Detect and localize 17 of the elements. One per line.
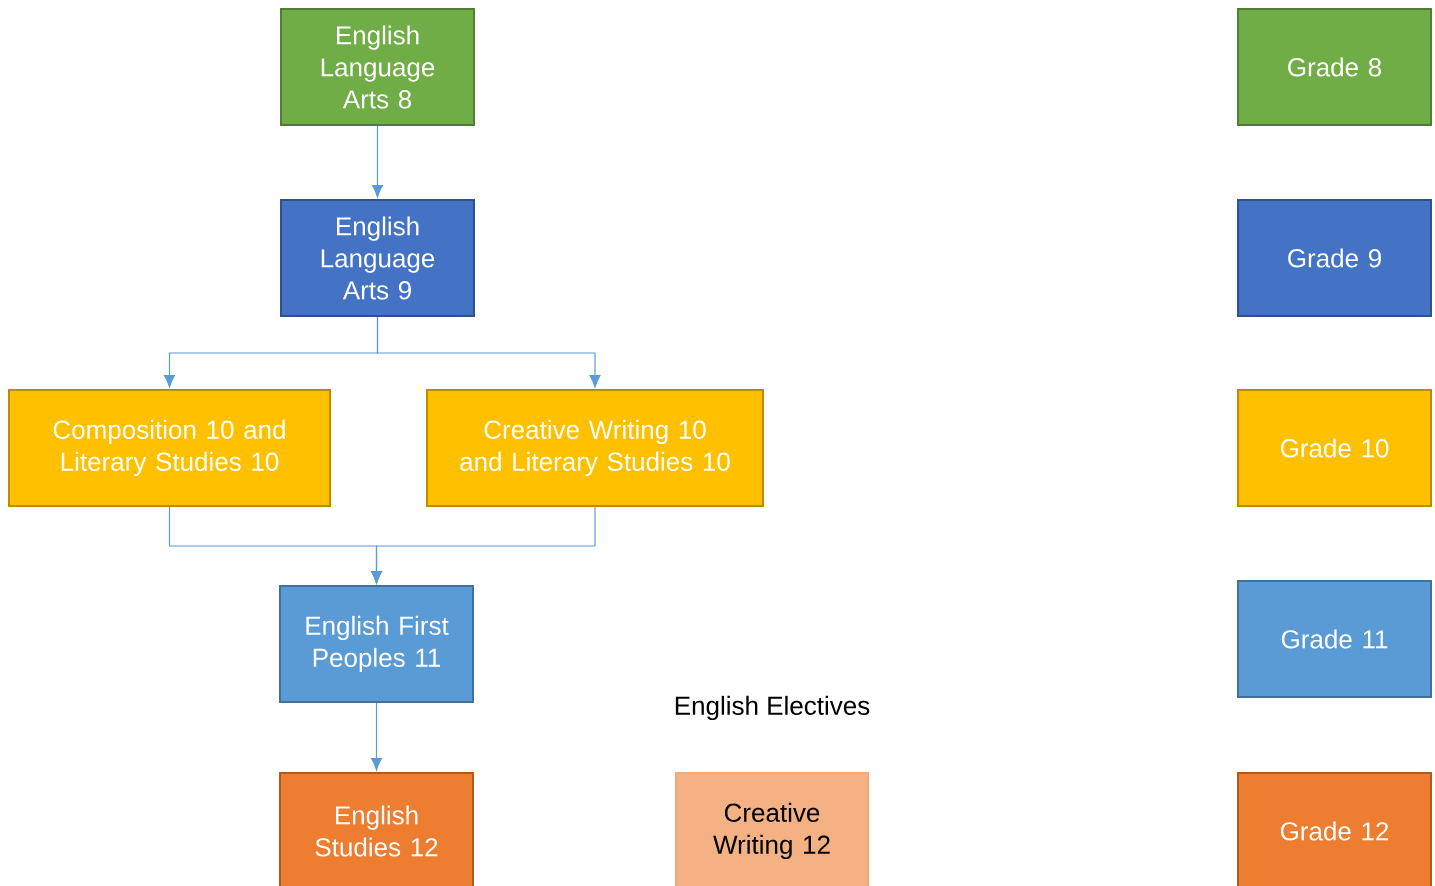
course-box: Creative Writing 10 and Literary Studies 10 [426, 389, 764, 507]
grade-box: Grade 9 [1237, 199, 1432, 317]
course-box: English First Peoples 11 [279, 585, 474, 703]
arrow [371, 702, 382, 771]
grade-box: Grade 8 [1237, 8, 1432, 126]
elective-box: Creative Writing 12 [675, 772, 869, 886]
course-box: English Language Arts 9 [280, 199, 475, 317]
arrow [372, 125, 383, 198]
arrow [376, 316, 601, 388]
section-heading: English Electives [675, 695, 870, 721]
arrow [371, 506, 596, 584]
grade-box: Grade 10 [1237, 389, 1432, 507]
course-box: English Language Arts 8 [280, 8, 475, 126]
grade-box: Grade 12 [1237, 772, 1432, 886]
grade-box: Grade 11 [1237, 580, 1432, 698]
course-box: English Studies 12 [279, 772, 474, 886]
course-box: Composition 10 and Literary Studies 10 [8, 389, 331, 507]
